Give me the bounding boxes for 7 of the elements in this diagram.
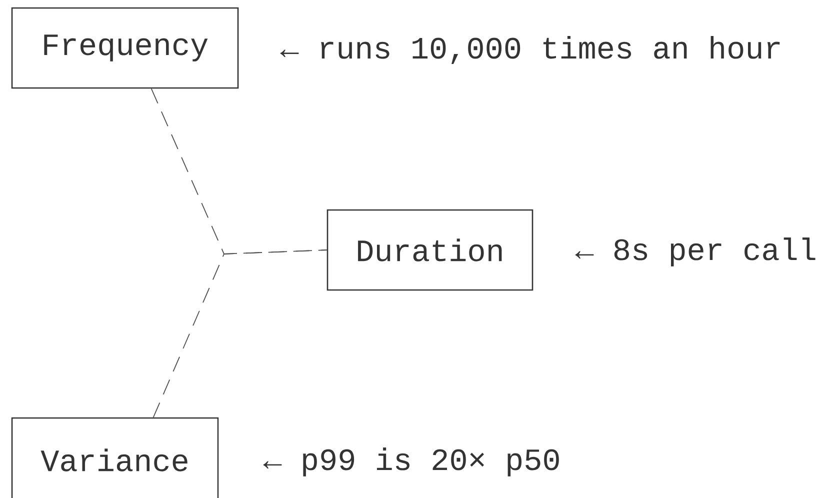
- annotation: ← 8s per call: [575, 238, 816, 266]
- annotation: ← runs 10,000 times an hour: [280, 36, 780, 64]
- process-box: Frequency: [11, 7, 239, 89]
- annotation: ← p99 is 20× p50: [263, 448, 559, 476]
- connector-line: [152, 250, 328, 418]
- process-box: Duration: [326, 209, 534, 291]
- process-box: Variance: [11, 417, 219, 498]
